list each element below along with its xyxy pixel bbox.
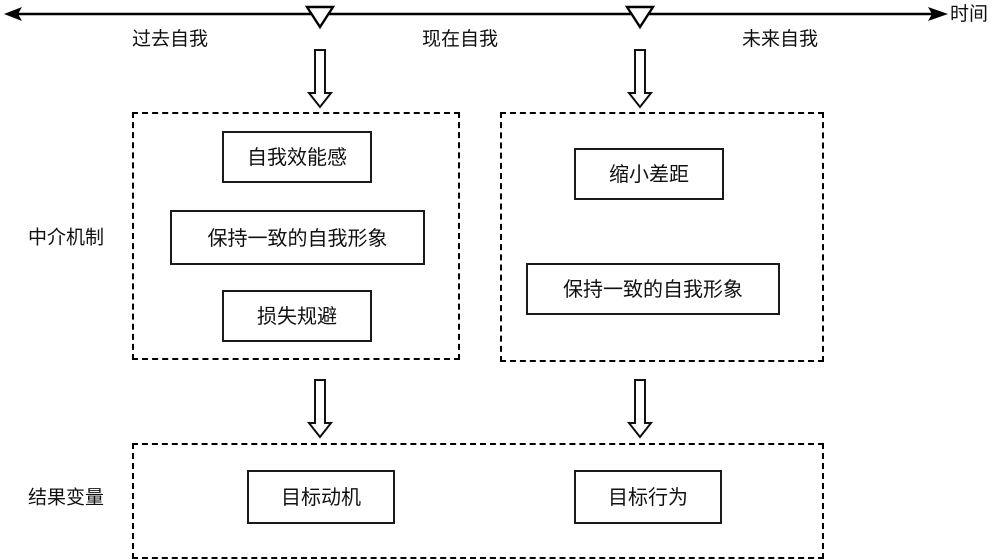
timeline-right-arrowhead (928, 7, 948, 21)
group-outcome-variables (132, 443, 824, 559)
row-label-outcome-variable: 结果变量 (27, 486, 105, 509)
node-label: 目标动机 (281, 485, 361, 509)
node-label: 缩小差距 (609, 162, 689, 186)
flow-arrow-future-group-to-outcome (626, 379, 654, 439)
timeline-left-arrowhead (4, 7, 22, 21)
flow-arrow-timeline-to-future-group (626, 49, 654, 109)
group-past-self-mechanisms (132, 112, 460, 360)
timeline-axis-label: 时间 (950, 3, 989, 25)
node-consistent-self-image-past[interactable]: 保持一致的自我形象 (170, 210, 425, 265)
node-label: 自我效能感 (247, 145, 347, 169)
row-label-mediating-mechanism: 中介机制 (27, 226, 105, 249)
timeline-phase-label-present: 现在自我 (421, 28, 499, 50)
node-loss-aversion[interactable]: 损失规避 (222, 290, 372, 342)
group-future-self-mechanisms (500, 112, 824, 362)
flow-arrow-timeline-to-past-group (306, 49, 334, 109)
node-narrow-the-gap[interactable]: 缩小差距 (574, 148, 724, 200)
node-goal-motivation[interactable]: 目标动机 (247, 470, 395, 524)
timeline-marker-triangle-1 (304, 5, 336, 30)
node-label: 损失规避 (257, 304, 337, 328)
timeline-marker-triangle-2 (624, 5, 656, 30)
timeline-phase-label-past: 过去自我 (131, 28, 209, 50)
node-goal-behavior[interactable]: 目标行为 (574, 470, 722, 524)
node-label: 目标行为 (608, 485, 688, 509)
node-label: 保持一致的自我形象 (207, 225, 388, 250)
node-label: 保持一致的自我形象 (563, 277, 743, 301)
node-consistent-self-image-future[interactable]: 保持一致的自我形象 (526, 263, 780, 315)
node-self-efficacy[interactable]: 自我效能感 (222, 131, 372, 183)
flow-arrow-past-group-to-outcome (306, 379, 334, 439)
timeline-phase-label-future: 未来自我 (741, 28, 819, 50)
